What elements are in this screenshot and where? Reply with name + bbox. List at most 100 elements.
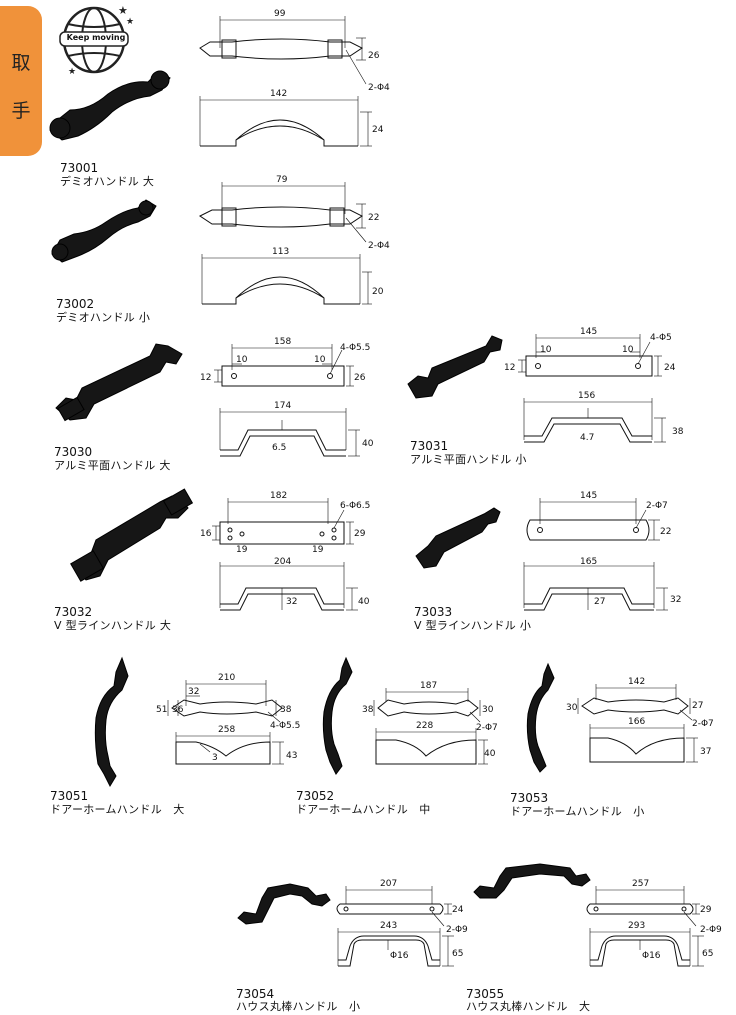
product-photo-73051: [94, 656, 129, 788]
dim-label: 40: [362, 439, 374, 449]
top-view-73032: [212, 498, 354, 545]
dim-label: 165: [580, 557, 597, 567]
dim-label: 145: [580, 327, 597, 337]
dim-label: 4-Φ5: [650, 333, 672, 343]
top-view-73031: [518, 334, 662, 377]
dim-label: 16: [200, 529, 212, 539]
dim-label: 51: [156, 705, 167, 715]
product-code: 73054: [236, 987, 275, 1001]
top-view-73030: [214, 344, 354, 387]
dim-label: 4.7: [580, 433, 594, 443]
product-code: 73052: [296, 789, 335, 803]
dim-label: 26: [368, 51, 380, 61]
product-photo-73032: [70, 488, 194, 582]
side-view-73031: [523, 398, 666, 443]
dim-label: 26: [354, 373, 366, 383]
product-photo-73030: [55, 343, 183, 422]
dim-label: 2-Φ7: [476, 723, 498, 733]
side-view-73052: [375, 728, 488, 765]
dim-label: 145: [580, 491, 597, 501]
dim-label: 10: [622, 345, 634, 355]
dim-label: 10: [540, 345, 552, 355]
dim-label: 32: [286, 597, 297, 607]
product-code: 73051: [50, 789, 89, 803]
top-view-73033: [526, 498, 660, 541]
product-photo-73054: [237, 883, 331, 925]
product-code: 73001: [60, 161, 99, 175]
product-photo-73055: [473, 863, 591, 899]
dim-label: 204: [274, 557, 291, 567]
dim-label: 4-Φ5.5: [340, 343, 370, 353]
product-name: ハウス丸棒ハンドル 大: [466, 1000, 591, 1013]
category-tab: 取 手: [0, 6, 42, 156]
top-view-73053: [577, 684, 693, 721]
dim-label: 79: [276, 175, 288, 185]
dim-label: 6.5: [272, 443, 286, 453]
top-view-73002: [199, 182, 367, 243]
brand-logo: ★ ★ ★ Keep moving: [52, 2, 136, 80]
product-name: アルミ平面ハンドル 小: [410, 453, 527, 466]
dim-label: 2-Φ9: [446, 925, 468, 935]
dim-label: 3: [212, 753, 218, 763]
dim-label: 37: [700, 747, 711, 757]
dim-label: 20: [372, 287, 384, 297]
side-view-73030: [219, 408, 360, 457]
dim-label: 99: [274, 9, 286, 19]
top-view-73051: [167, 680, 283, 723]
dim-label: 24: [372, 125, 384, 135]
side-view-73033: [523, 562, 668, 611]
dim-label: 2-Φ4: [368, 83, 390, 93]
dim-label: 174: [274, 401, 291, 411]
dim-label: 29: [354, 529, 366, 539]
svg-text:★: ★: [118, 4, 128, 17]
product-name: アルミ平面ハンドル 大: [54, 459, 171, 472]
dim-label: 207: [380, 879, 397, 889]
dim-label: 2-Φ7: [646, 501, 668, 511]
product-photo-73053: [526, 662, 555, 773]
dim-label: 40: [358, 597, 370, 607]
dim-label: 257: [632, 879, 649, 889]
dim-label: 36: [172, 705, 184, 715]
dim-label: Φ16: [390, 951, 409, 961]
dim-label: 166: [628, 717, 645, 727]
dim-label: 24: [452, 905, 464, 915]
dim-label: 12: [200, 373, 211, 383]
product-name: V 型ラインハンドル 大: [54, 619, 172, 632]
product-code: 73033: [414, 605, 453, 619]
dim-label: 113: [272, 247, 289, 257]
top-view-73052: [373, 688, 481, 723]
product-name: V 型ラインハンドル 小: [414, 619, 532, 632]
product-name: デミオハンドル 小: [56, 311, 151, 324]
product-code: 73055: [466, 987, 505, 1001]
dim-label: 142: [628, 677, 645, 687]
side-view-73055: [589, 928, 704, 967]
dim-label: 27: [692, 701, 703, 711]
category-char: 手: [11, 100, 31, 122]
dim-label: Φ16: [642, 951, 661, 961]
side-view-73002: [201, 254, 372, 305]
logo-text: Keep moving: [66, 33, 126, 42]
svg-text:★: ★: [126, 17, 134, 27]
dim-label: 32: [670, 595, 681, 605]
product-name: ドアーホームハンドル 中: [296, 803, 431, 816]
side-view-73051: [175, 732, 284, 765]
side-view-73001: [199, 96, 372, 147]
dim-label: 22: [660, 527, 671, 537]
dim-label: 19: [236, 545, 248, 555]
top-view-73054: [336, 886, 452, 927]
dim-label: 12: [504, 363, 515, 373]
dim-label: 30: [482, 705, 494, 715]
dim-label: 22: [368, 213, 379, 223]
dim-label: 156: [578, 391, 595, 401]
dim-label: 210: [218, 673, 235, 683]
product-photo-73033: [415, 507, 501, 569]
dim-label: 293: [628, 921, 645, 931]
dim-label: 258: [218, 725, 235, 735]
top-view-73055: [586, 886, 700, 927]
dim-label: 30: [566, 703, 578, 713]
dim-label: 158: [274, 337, 291, 347]
dim-label: 182: [270, 491, 287, 501]
product-code: 73030: [54, 445, 93, 459]
product-code: 73031: [410, 439, 449, 453]
dim-label: 2-Φ7: [692, 719, 714, 729]
